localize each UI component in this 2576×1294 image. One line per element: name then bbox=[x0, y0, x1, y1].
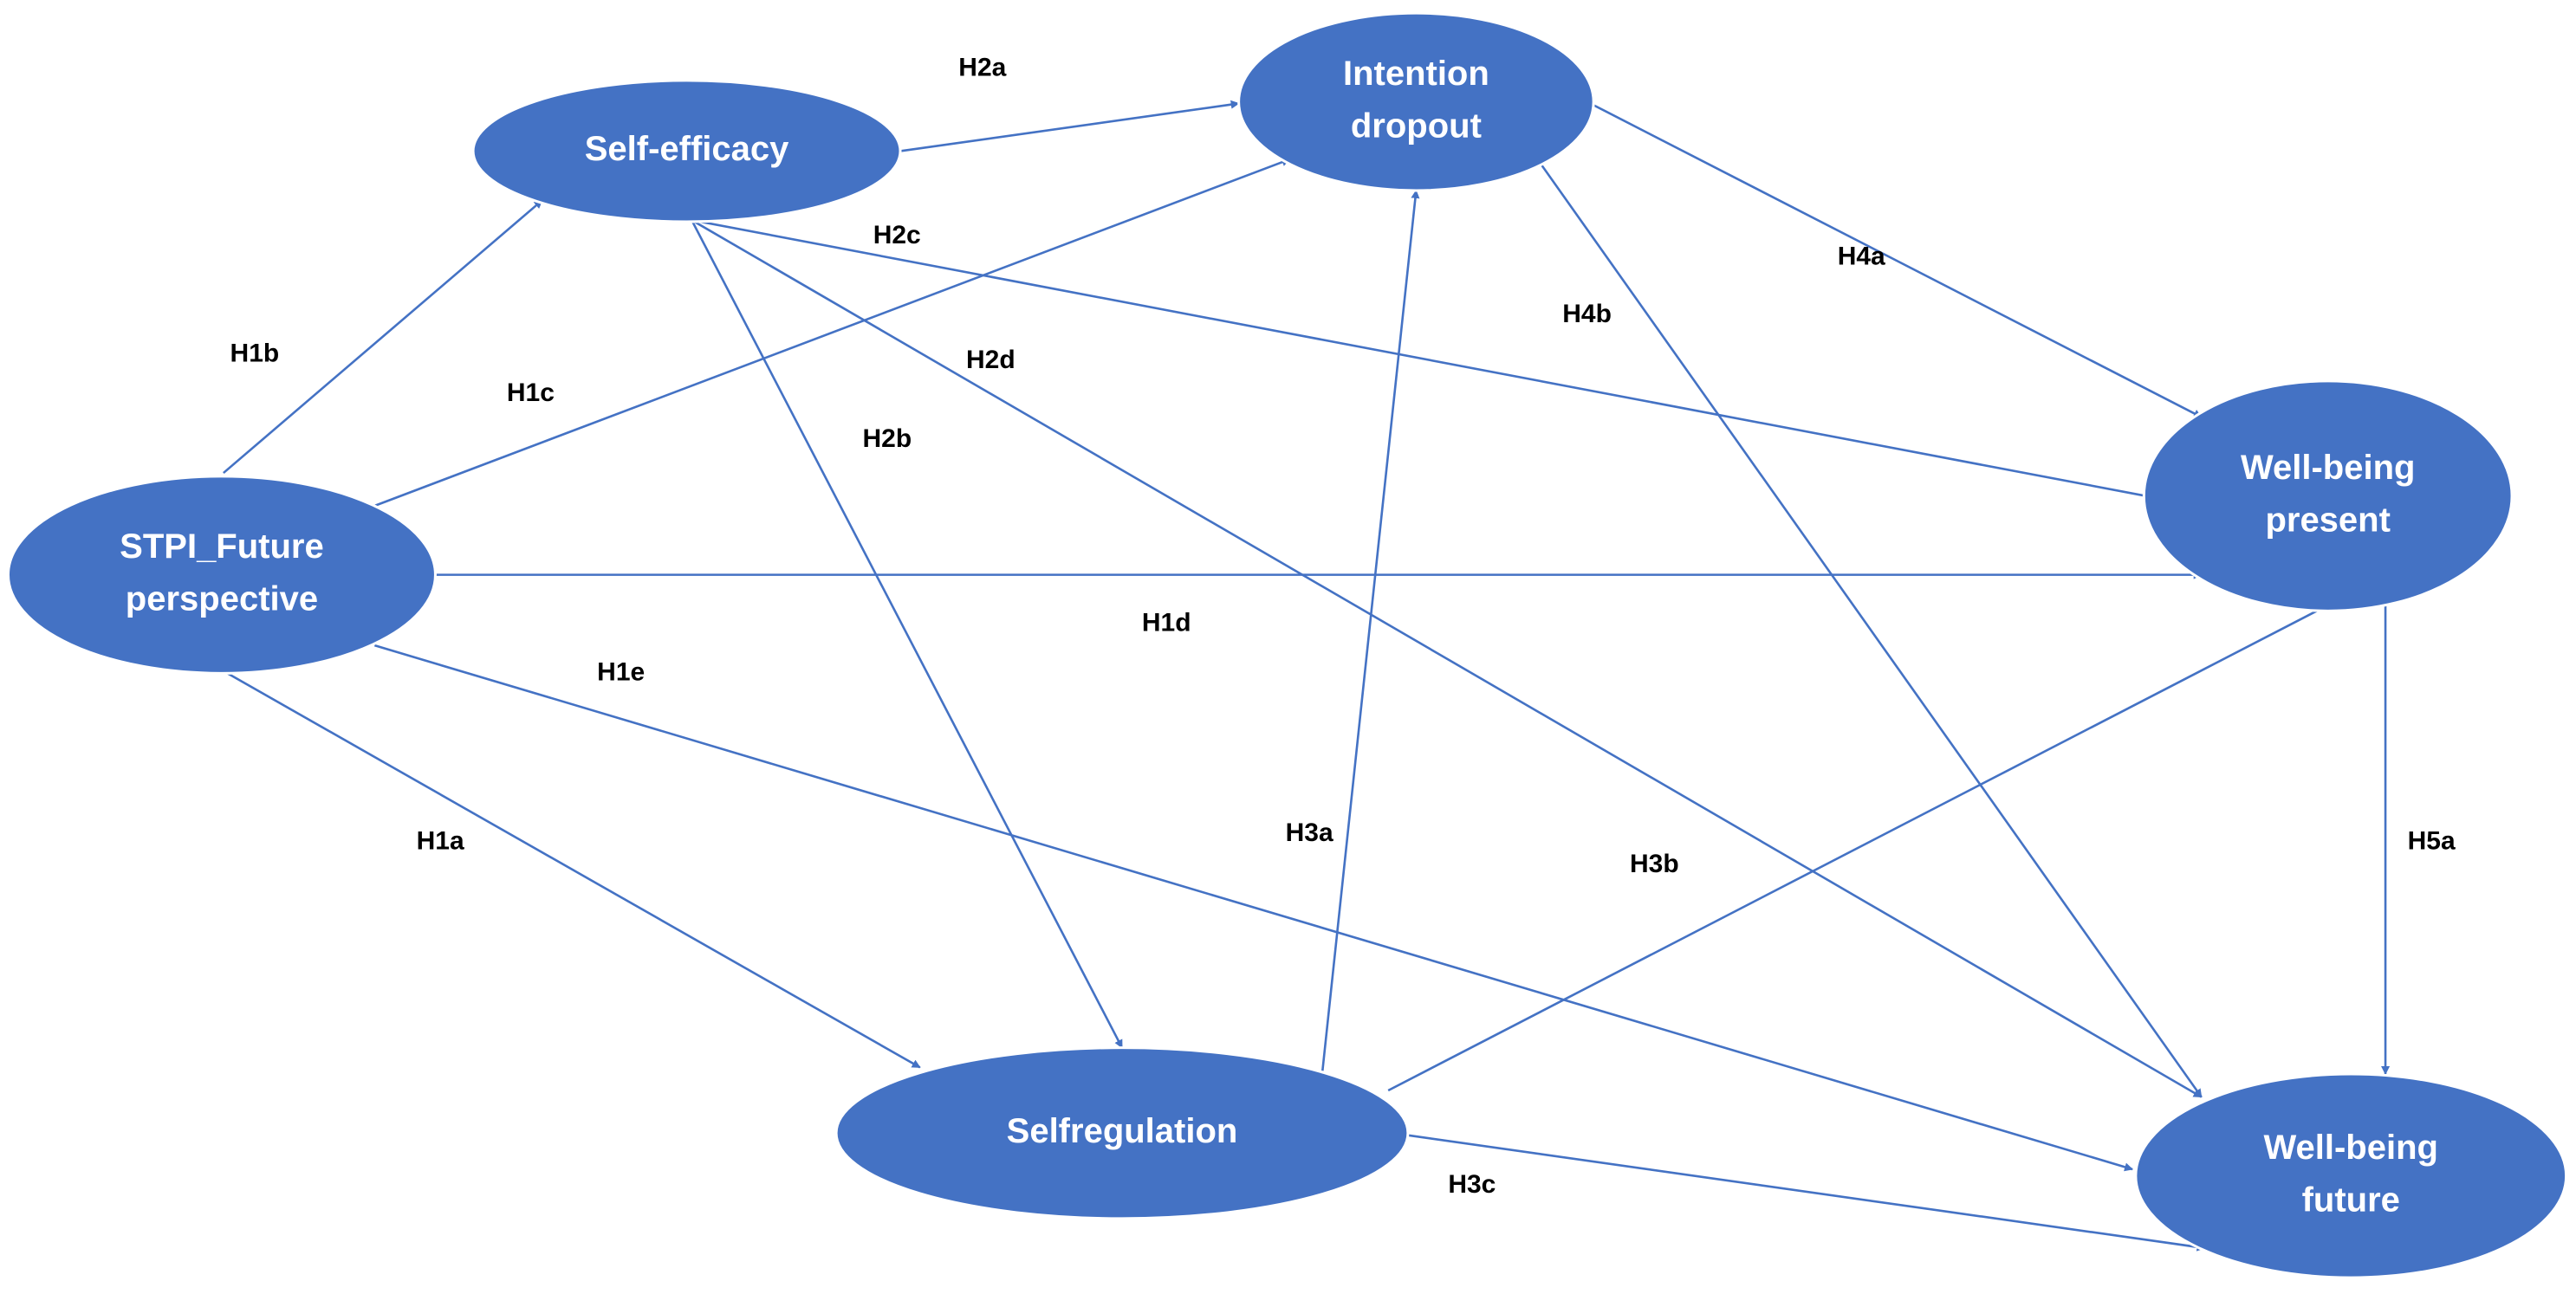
edge-label-h1d: H1d bbox=[1142, 608, 1191, 637]
edge-h4b-arrow bbox=[1540, 163, 2203, 1098]
edge-h1a-arrow bbox=[221, 669, 921, 1069]
edges-layer bbox=[221, 100, 2391, 1252]
node-ellipse bbox=[1237, 11, 1595, 192]
edge-label-h3b: H3b bbox=[1630, 850, 1679, 878]
edge-h3c-arrow bbox=[1404, 1133, 2206, 1252]
node-label-line: STPI_Future bbox=[120, 527, 324, 566]
edge-h2a-arrow bbox=[899, 100, 1240, 152]
node-label-line: Selfregulation bbox=[1007, 1112, 1238, 1150]
edge-label-h2b: H2b bbox=[863, 424, 912, 453]
edge-label-h1b: H1b bbox=[230, 339, 280, 367]
edge-label-h4b: H4b bbox=[1562, 300, 1612, 328]
node-selfregulation: Selfregulation bbox=[834, 1046, 1410, 1220]
node-label-line: Intention bbox=[1343, 55, 1489, 93]
node-ellipse bbox=[6, 475, 437, 675]
edge-label-h4a: H4a bbox=[1838, 243, 1885, 271]
edge-label-h2d: H2d bbox=[966, 346, 1015, 374]
edge-label-h1c: H1c bbox=[507, 378, 555, 407]
node-wb-future: Well-being future bbox=[2134, 1072, 2568, 1279]
nodes-layer: STPI_Future perspective Self-efficacy Inten… bbox=[6, 11, 2568, 1279]
edge-h3b-arrow bbox=[1387, 603, 2331, 1092]
node-self-efficacy: Self-efficacy bbox=[471, 79, 902, 223]
edge-h2d-arrow bbox=[691, 218, 2203, 1098]
edge-h4a-arrow bbox=[1593, 104, 2203, 418]
node-label-line: dropout bbox=[1351, 107, 1482, 145]
edge-label-h2a: H2a bbox=[958, 54, 1006, 82]
edge-h1b-arrow bbox=[223, 199, 543, 475]
node-ellipse bbox=[2142, 379, 2514, 612]
edge-label-h1e: H1e bbox=[597, 657, 645, 686]
node-label-line: Self-efficacy bbox=[585, 130, 789, 168]
edge-label-h5a: H5a bbox=[2408, 827, 2456, 856]
edge-label-h1a: H1a bbox=[417, 827, 464, 856]
edge-h2b-arrow bbox=[691, 219, 1124, 1049]
node-ellipse bbox=[2134, 1072, 2568, 1279]
node-label-line: perspective bbox=[126, 580, 318, 618]
node-label-line: present bbox=[2265, 501, 2391, 540]
node-label-line: Well-being bbox=[2263, 1129, 2437, 1167]
node-ellipse bbox=[834, 1046, 1410, 1220]
edge-label-h3a: H3a bbox=[1286, 818, 1333, 847]
node-stpi: STPI_Future perspective bbox=[6, 475, 437, 675]
node-label-line: future bbox=[2302, 1181, 2400, 1219]
node-wb-present: Well-being present bbox=[2142, 379, 2514, 612]
edge-h3a-arrow bbox=[1321, 189, 1420, 1071]
edge-h2c-arrow bbox=[691, 218, 2173, 504]
edge-h1e-arrow bbox=[373, 644, 2134, 1172]
node-ellipse bbox=[471, 79, 902, 223]
edge-label-h2c: H2c bbox=[873, 221, 921, 249]
node-intention: Intention dropout bbox=[1237, 11, 1595, 192]
edge-label-h3c: H3c bbox=[1448, 1170, 1496, 1199]
edge-h1c-arrow bbox=[373, 158, 1291, 508]
node-label-line: Well-being bbox=[2241, 449, 2415, 487]
